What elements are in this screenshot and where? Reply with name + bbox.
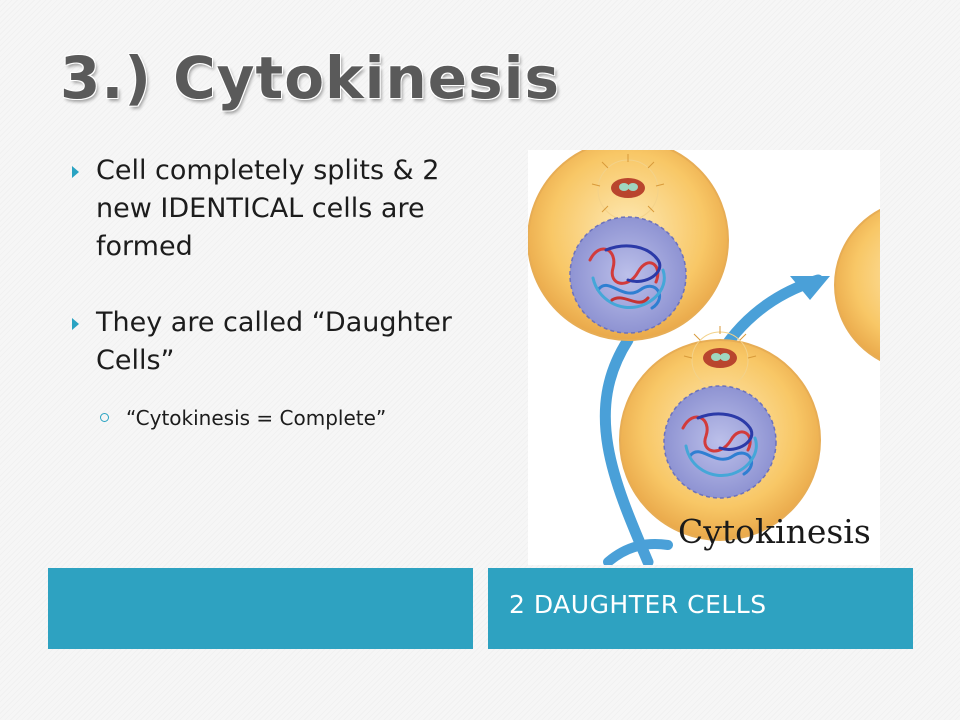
triangle-bullet-icon [72,318,79,330]
footer-bar-left [48,568,473,649]
daughter-cell-lower [619,326,821,541]
bullet-text: They are called “Daughter Cells” [96,307,452,376]
bullet-item: They are called “Daughter Cells” [70,304,470,380]
cell-division-illustration [528,150,880,565]
bullet-text: Cell completely splits & 2 new IDENTICAL… [96,155,440,262]
sub-bullet-item: “Cytokinesis = Complete” [100,404,500,432]
sub-bullet-text: “Cytokinesis = Complete” [126,406,387,430]
footer-bar-right: 2 DAUGHTER CELLS [488,568,913,649]
cytokinesis-figure: Cytokinesis [528,150,880,565]
slide-title: 3.) Cytokinesis [60,44,561,112]
figure-caption: Cytokinesis [678,512,871,551]
bullet-list: Cell completely splits & 2 new IDENTICAL… [70,152,470,432]
bullet-item: Cell completely splits & 2 new IDENTICAL… [70,152,470,266]
footer-label: 2 DAUGHTER CELLS [509,590,767,619]
triangle-bullet-icon [72,166,79,178]
cell-right-partial [834,208,880,362]
daughter-cell-upper [528,150,729,341]
circle-bullet-icon [100,413,109,422]
